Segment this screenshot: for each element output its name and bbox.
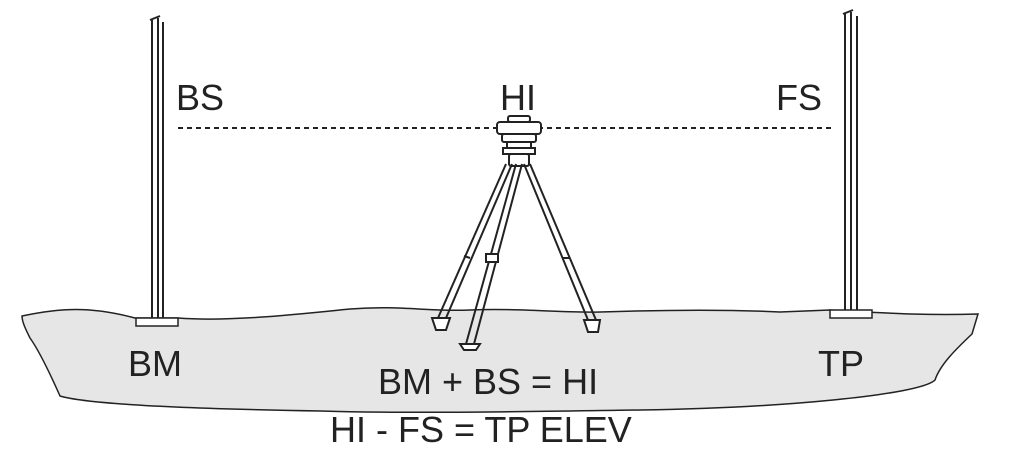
tp-label: TP [818, 343, 864, 384]
bs-label: BS [176, 77, 224, 118]
tripod [430, 163, 602, 351]
bm-label: BM [128, 343, 182, 384]
turning-point-plate [829, 309, 873, 319]
level-instrument [496, 115, 542, 167]
fs-label: FS [776, 77, 822, 118]
equation-line-2: HI - FS = TP ELEV [330, 409, 632, 450]
foresight-rod [842, 9, 858, 310]
ground [21, 307, 980, 414]
hi-label: HI [500, 77, 536, 118]
equation-line-1: BM + BS = HI [378, 361, 598, 402]
benchmark-plate [135, 317, 179, 327]
backsight-rod [149, 15, 164, 318]
